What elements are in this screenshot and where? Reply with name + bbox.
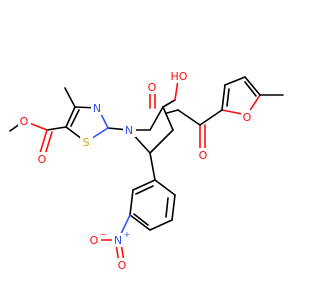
atom-pyrrole-nitrogen: N [123,123,136,137]
atom-label: N [125,124,133,137]
atom-ester-ether-oxygen: O [18,114,31,128]
atom-nitro-oxygen-double: O [116,258,129,272]
bond [133,213,149,226]
atom-ketone-oxygen: O [197,148,210,162]
bond-layer [9,76,284,264]
bond [177,109,201,126]
bond [149,152,156,181]
bond [65,106,76,128]
bond [154,179,176,196]
bond [149,219,173,231]
atom-label: N [93,102,101,115]
bond [162,99,176,108]
bond [129,189,134,216]
bond [149,106,164,131]
bond [221,84,226,111]
atom-label: O [199,149,208,162]
atom-label: S [83,136,90,149]
bond [129,214,151,231]
bond [135,185,154,195]
atom-lactam-oxygen: O [146,80,159,94]
atom-label: O [118,259,127,272]
bond [166,109,179,114]
atom-label: O [38,153,47,166]
atom-ester-carbonyl-oxygen: O [36,152,49,166]
atom-label: O [148,81,157,94]
bond [46,126,67,131]
atom-label: N [114,234,122,247]
atom-label: O [20,115,29,128]
bond [244,81,257,97]
bond [132,179,156,191]
charge-label: − [100,230,107,239]
bond [199,109,223,126]
atom-layer: HO O O O O O N N [18,69,254,272]
atom-label: O [243,111,252,124]
bond [165,197,169,218]
charge-label: + [124,230,131,239]
bond [64,87,76,108]
atom-thiazole-nitrogen: N [91,101,104,115]
bond [224,76,246,86]
atom-label: O [90,234,99,247]
atom-nitro-nitrogen: N + [112,230,130,247]
atom-label: HO [171,70,188,83]
bond [244,76,261,96]
atom-thiazole-sulfur: S [80,135,93,149]
atom-furan-oxygen: O [241,110,254,124]
bond [44,131,53,156]
atom-nitro-oxygen-single: O − [88,230,106,247]
bond [39,129,48,154]
bond [171,194,176,221]
molecule-structure: HO O O O O O N N [9,69,284,272]
bond [162,106,174,131]
bond [174,79,179,101]
bond [226,88,230,107]
bond [149,129,174,154]
atom-hydroxyl-oxygen: HO [168,69,190,83]
bond [70,109,80,127]
